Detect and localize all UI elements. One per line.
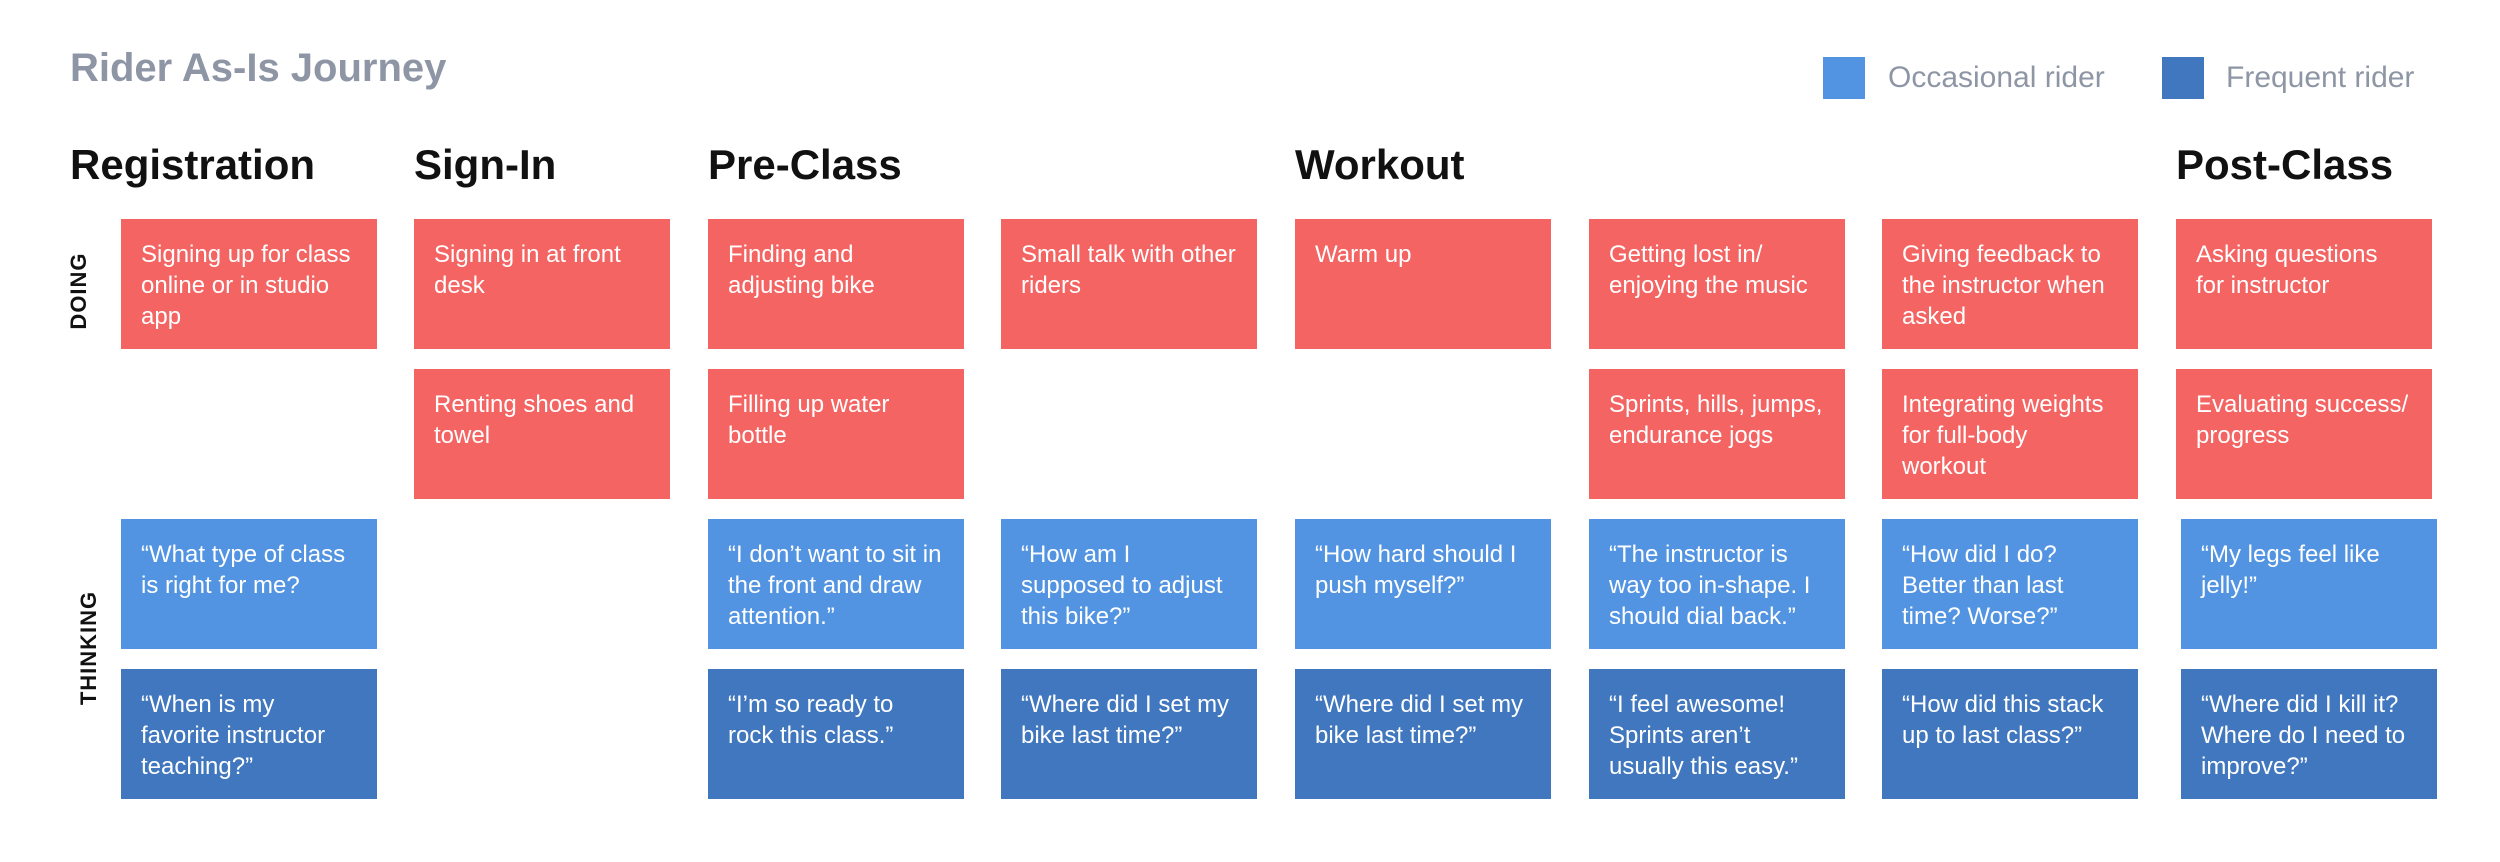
stage-post-class: Post-Class (2176, 141, 2394, 188)
thinking-frequent-workout-1: “Where did I set my bike last time?” (1295, 669, 1551, 799)
doing-card-pre-class-3: Filling up water bottle (708, 369, 964, 499)
legend-swatch-frequent (2162, 57, 2204, 99)
legend-swatch-occasional (1823, 57, 1865, 99)
thinking-frequent-pre-class-1: “I’m so ready to rock this class.” (708, 669, 964, 799)
thinking-frequent-workout-2: “I feel awesome! Sprints aren’t usually … (1589, 669, 1845, 799)
stage-registration: Registration (70, 141, 316, 188)
doing-card-sign-in-2: Renting shoes and towel (414, 369, 670, 499)
doing-card-post-class-2: Evaluating success/ progress (2176, 369, 2432, 499)
thinking-occasional-pre-class-1: “I don’t want to sit in the front and dr… (708, 519, 964, 649)
thinking-occasional-workout-3: “How did I do? Better than last time? Wo… (1882, 519, 2138, 649)
row-label-doing: DOING (66, 252, 91, 330)
legend-label-occasional: Occasional rider (1888, 61, 2105, 94)
thinking-occasional-workout-2: “The instructor is way too in-shape. I s… (1589, 519, 1845, 649)
thinking-frequent-post-class: “Where did I kill it? Where do I need to… (2181, 669, 2437, 799)
stage-workout: Workout (1295, 141, 1465, 188)
doing-card-workout-2: Getting lost in/ enjoying the music (1589, 219, 1845, 349)
thinking-occasional-post-class: “My legs feel like jelly!” (2181, 519, 2437, 649)
doing-card-workout-3: Giving feedback to the instructor when a… (1882, 219, 2138, 349)
stage-sign-in: Sign-In (414, 141, 557, 188)
doing-card-workout-5: Integrating weights for full-body workou… (1882, 369, 2138, 499)
doing-card-workout-1: Warm up (1295, 219, 1551, 349)
thinking-frequent-pre-class-2: “Where did I set my bike last time?” (1001, 669, 1257, 799)
thinking-occasional-workout-1: “How hard should I push myself?” (1295, 519, 1551, 649)
stage-pre-class: Pre-Class (708, 141, 902, 188)
thinking-occasional-registration: “What type of class is right for me? (121, 519, 377, 649)
page-title: Rider As-Is Journey (70, 46, 447, 90)
doing-card-sign-in: Signing in at front desk (414, 219, 670, 349)
doing-card-pre-class-1: Finding and adjusting bike (708, 219, 964, 349)
doing-card-registration: Signing up for class online or in studio… (121, 219, 377, 349)
thinking-frequent-registration: “When is my favorite instructor teaching… (121, 669, 377, 799)
row-label-thinking: THINKING (76, 590, 101, 706)
legend-label-frequent: Frequent rider (2226, 61, 2415, 94)
doing-card-post-class: Asking questions for instructor (2176, 219, 2432, 349)
doing-card-pre-class-2: Small talk with other riders (1001, 219, 1257, 349)
thinking-frequent-workout-3: “How did this stack up to last class?” (1882, 669, 2138, 799)
doing-card-workout-4: Sprints, hills, jumps, endurance jogs (1589, 369, 1845, 499)
thinking-occasional-pre-class-2: “How am I supposed to adjust this bike?” (1001, 519, 1257, 649)
